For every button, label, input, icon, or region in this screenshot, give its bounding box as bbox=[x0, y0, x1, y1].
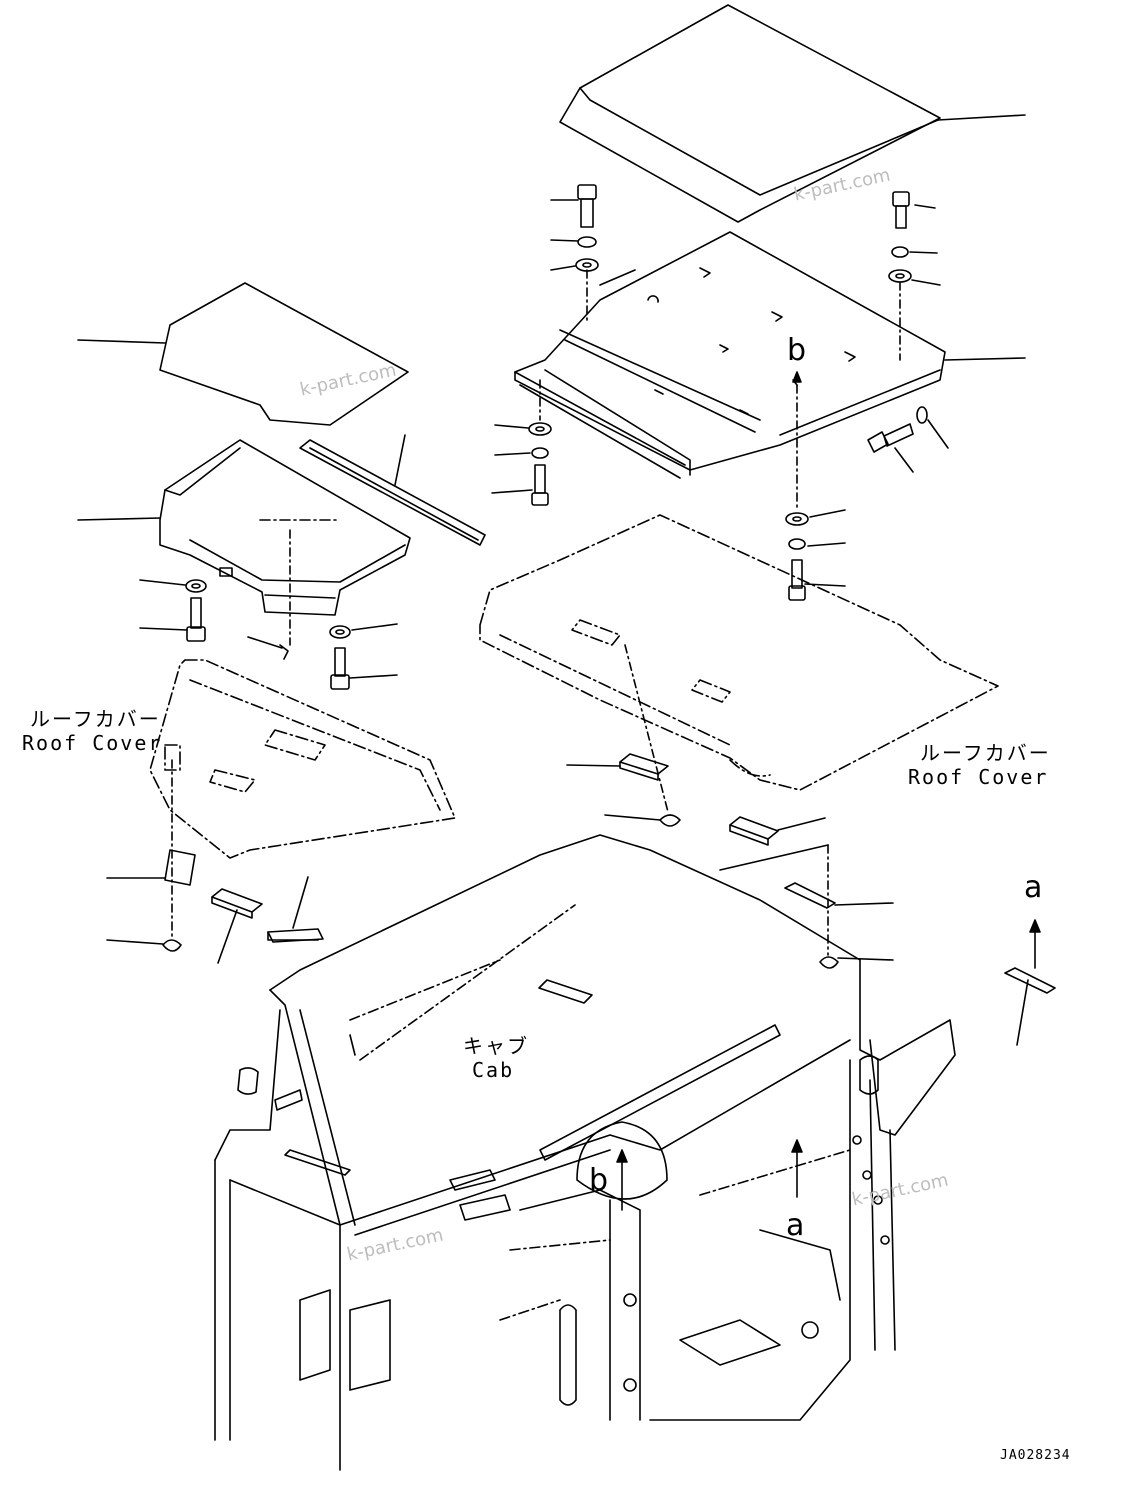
cab-label-jp: キャブ bbox=[463, 1034, 529, 1058]
clips-and-pads bbox=[106, 644, 1056, 1046]
seal-strip bbox=[299, 434, 486, 546]
view-a-label-bottom: a bbox=[786, 1208, 805, 1243]
cab-label-en: Cab bbox=[472, 1058, 515, 1082]
drawing-code: JA028234 bbox=[1000, 1448, 1071, 1463]
view-b-label-bottom: b bbox=[589, 1163, 609, 1198]
right-roof-cover-outline bbox=[479, 514, 999, 791]
fastener-stack-right bbox=[491, 184, 949, 601]
top-roof-panel bbox=[559, 4, 1026, 223]
view-a-label-top: a bbox=[1024, 870, 1043, 905]
view-b-label-top: b bbox=[787, 333, 807, 368]
cab-frame bbox=[214, 834, 1041, 1471]
fastener-stack-left bbox=[139, 529, 398, 690]
roof-cover-left-label-en: Roof Cover bbox=[22, 731, 163, 755]
roof-cover-right-label-jp: ルーフカバー bbox=[920, 741, 1051, 765]
left-top-panel bbox=[77, 282, 409, 426]
left-duct-cover bbox=[77, 439, 411, 616]
roof-cover-right-label-en: Roof Cover bbox=[908, 765, 1049, 789]
roof-cover-left-label-jp: ルーフカバー bbox=[30, 707, 161, 731]
right-roof-cover-plate bbox=[514, 231, 1026, 479]
left-roof-cover-outline bbox=[149, 659, 456, 859]
